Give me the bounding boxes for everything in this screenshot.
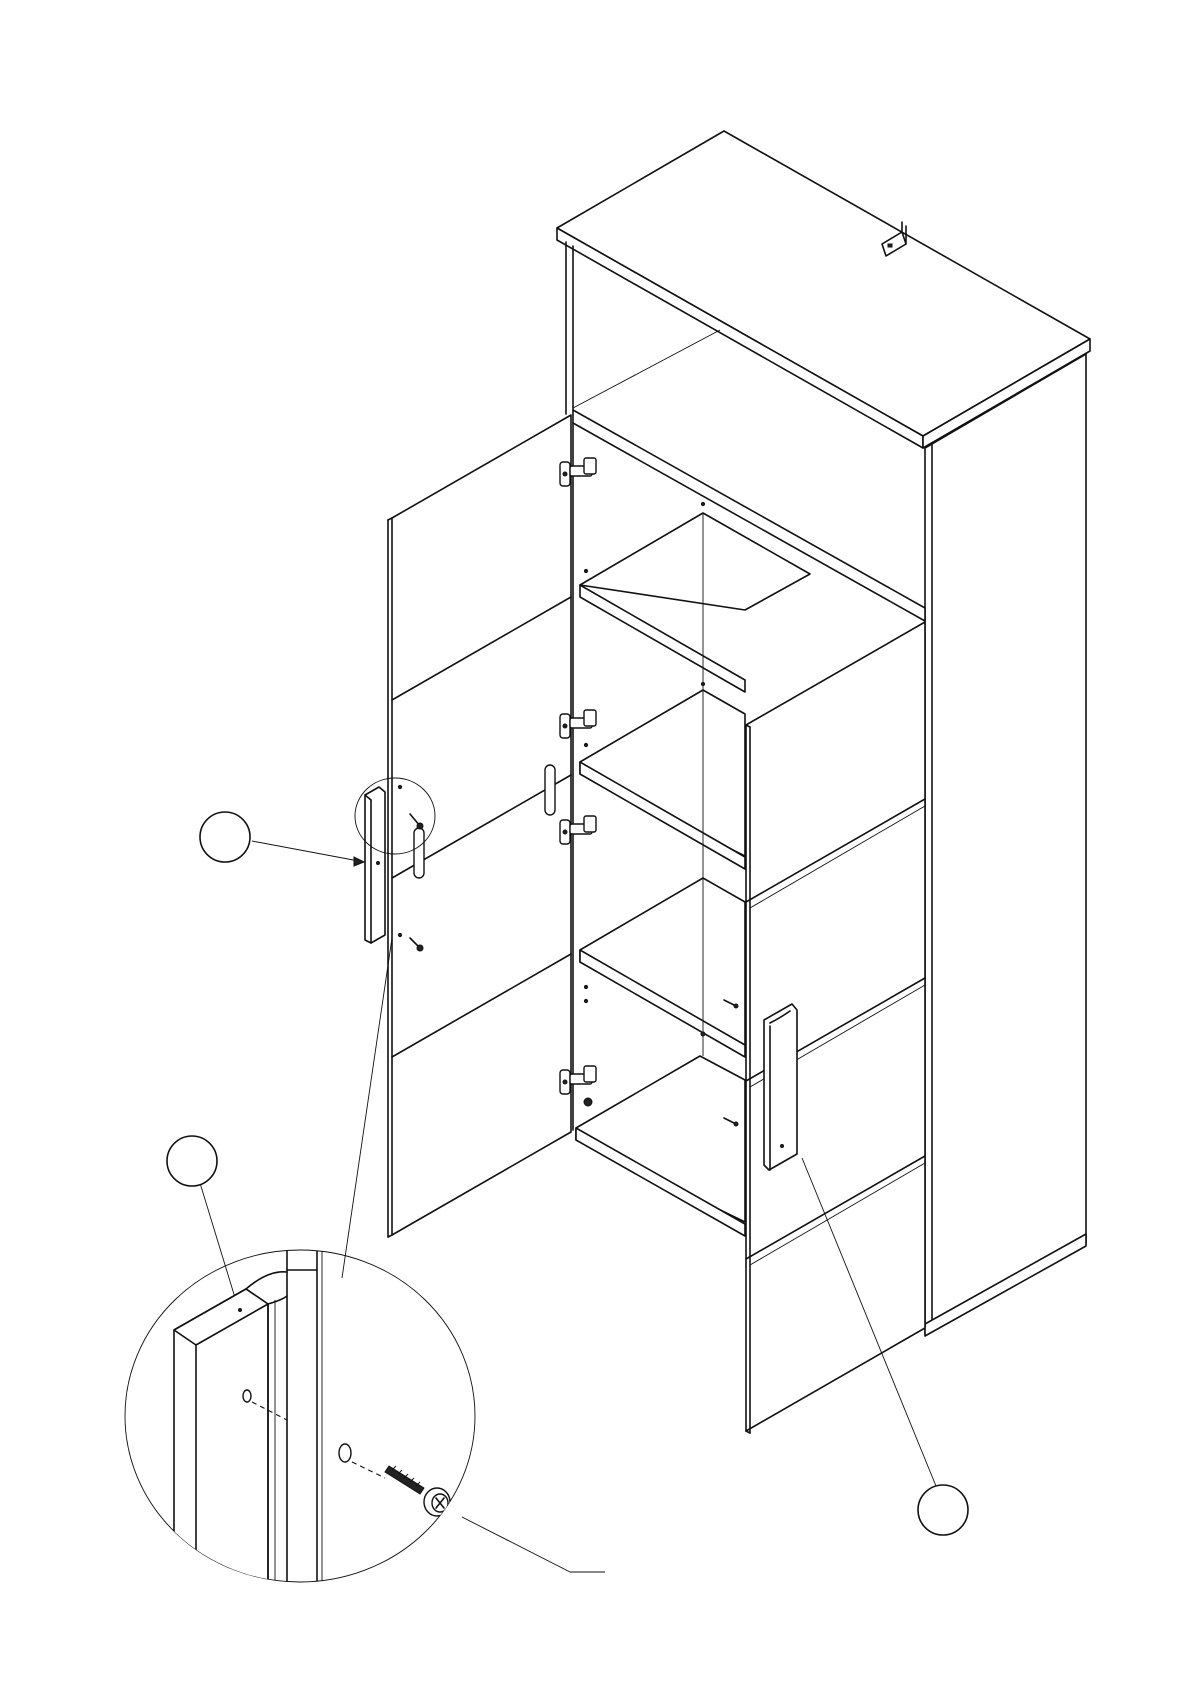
detail-screw <box>385 1466 450 1516</box>
detail-enlargement <box>125 1240 475 1600</box>
callout-handle-left <box>200 812 250 862</box>
shelf-2 <box>580 690 745 856</box>
detail-door-hole <box>339 1444 351 1462</box>
right-handle <box>764 1004 797 1170</box>
bottom-shelf <box>576 1056 745 1222</box>
right-door <box>724 622 925 1433</box>
callout-handle-right <box>918 1485 968 1535</box>
hinge-1 <box>560 458 596 486</box>
left-handle <box>365 787 385 943</box>
right-side-panel <box>925 354 1086 1334</box>
hinge-2 <box>560 710 596 738</box>
catch-plate-left <box>414 828 424 878</box>
left-door <box>388 415 571 1237</box>
catch-plate-center <box>545 765 555 815</box>
callout-detail-handle <box>167 1136 217 1186</box>
shelf-3 <box>580 878 745 1045</box>
hinge-4 <box>560 1066 596 1094</box>
hinge-3 <box>560 816 596 844</box>
